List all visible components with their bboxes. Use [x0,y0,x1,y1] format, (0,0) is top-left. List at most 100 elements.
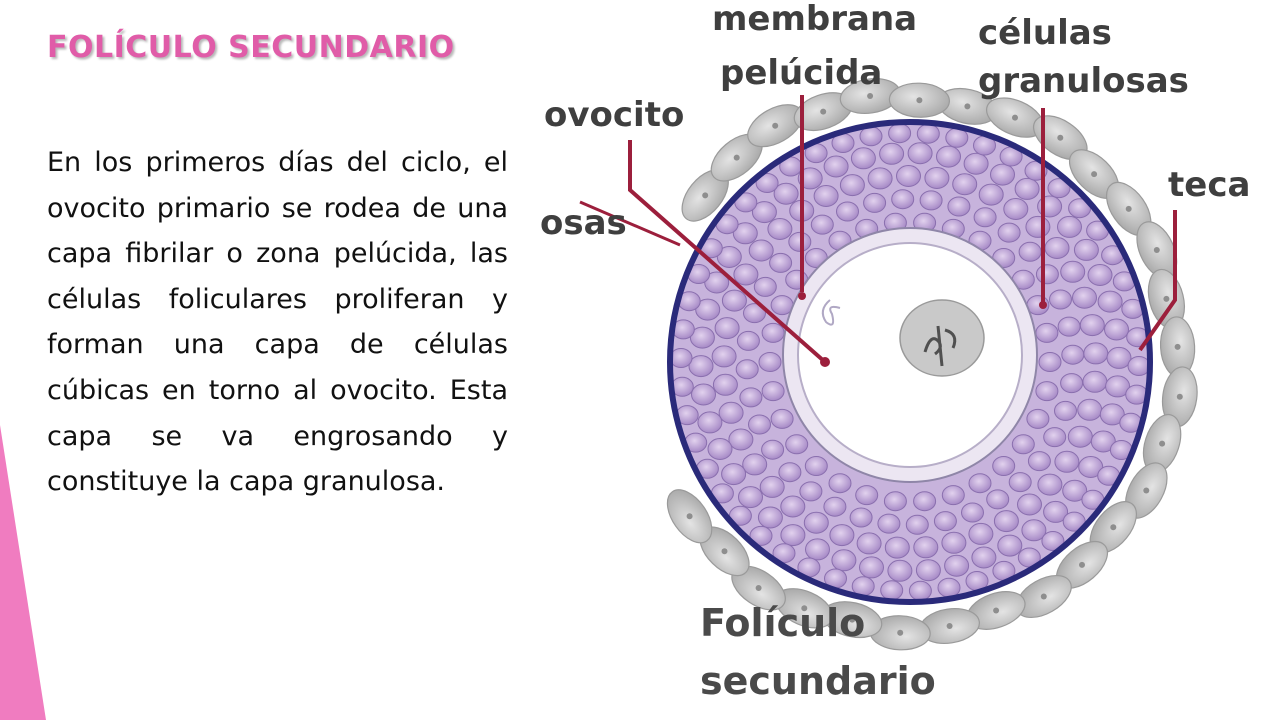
granulosa-cell [1038,352,1062,372]
granulosa-cell [1097,290,1123,313]
granulosa-cell [739,387,763,408]
follicle-diagram-svg: membrana pelúcida células granulosas ovo… [540,0,1250,703]
caption-line1: Folículo [700,601,865,645]
granulosa-cell [1073,238,1099,261]
theca-cell-nucleus [755,585,762,591]
granulosa-cell [733,263,759,286]
granulosa-cell [978,183,1004,206]
granulosa-cell [757,506,783,529]
granulosa-cell [688,355,714,378]
granulosa-cell [707,438,733,460]
granulosa-cell [711,345,737,368]
granulosa-cell [1018,241,1042,262]
granulosa-cell [785,434,809,455]
granulosa-cell [1017,493,1042,516]
granulosa-cell [997,222,1021,243]
granulosa-cell [907,142,933,165]
granulosa-cell [863,192,887,213]
granulosa-cell [1035,322,1059,343]
theca-cell-nucleus [801,605,808,612]
granulosa-cell [1027,451,1051,472]
granulosa-cell [769,252,793,273]
granulosa-cell [1077,398,1103,421]
granulosa-cell [849,507,873,528]
theca-cell-nucleus [1012,114,1018,121]
granulosa-cell [778,462,802,483]
granulosa-cell [728,428,754,451]
granulosa-cell [721,289,747,312]
granulosa-cell [695,298,721,321]
granulosa-cell [1104,318,1129,341]
slide-title: FOLÍCULO SECUNDARIO [47,30,455,65]
granulosa-cell [992,456,1016,476]
granulosa-cell [973,207,997,228]
granulosa-cell [1054,450,1080,473]
granulosa-cell [1127,356,1151,376]
granulosa-cell [1083,342,1109,365]
granulosa-cell [828,473,852,494]
granulosa-cell [761,322,785,343]
granulosa-cell [748,414,771,435]
pointer-teca [1138,210,1177,352]
theca-cell-nucleus [867,93,874,99]
granulosa-cell [850,147,876,170]
granulosa-cell [805,538,830,561]
theca-cell-nucleus [1125,205,1132,212]
theca-cell-nucleus [964,103,971,110]
granulosa-cell [896,165,921,187]
granulosa-cell [1047,178,1071,199]
granulosa-cell [697,411,723,434]
pointer-lines [579,95,1177,364]
granulosa-cell [1003,198,1029,220]
label-membrana-line2: pelúcida [720,53,882,93]
granulosa-cell [780,495,806,518]
theca-cell-nucleus [1110,524,1117,531]
granulosa-cell [887,559,913,582]
granulosa-cell [772,543,796,564]
label-celulas-line2: granulosas [978,61,1189,101]
granulosa-cell [937,577,961,598]
granulosa-cell [990,163,1015,186]
granulosa-cell [1062,511,1086,532]
granulosa-cell [919,190,943,211]
granulosa-cell [748,239,774,262]
granulosa-cell [831,549,857,572]
granulosa-cell [1062,479,1088,502]
pointer-dot-membrana [798,292,806,300]
granulosa-cell [997,534,1023,557]
granulosa-cell [856,532,882,555]
granulosa-cell [855,485,879,506]
theca-cell-nucleus [1079,561,1085,568]
theca-cell-nucleus [1143,487,1150,494]
caption-line2: secundario [700,659,936,703]
granulosa-cell [829,524,855,547]
granulosa-cell [916,123,940,144]
granulosa-cell [732,222,758,245]
granulosa-cell [891,189,915,210]
granulosa-cell [908,580,932,601]
granulosa-cell [1061,344,1085,365]
granulosa-cell [1082,370,1108,393]
granulosa-cell [1060,373,1084,394]
granulosa-cell [767,218,793,240]
granulosa-cell [993,510,1019,533]
pointer-partial [579,200,681,247]
granulosa-cell [738,486,763,509]
granulosa-cell [735,359,759,380]
granulosa-cell [1106,346,1132,369]
granulosa-cell [1014,177,1040,200]
granulosa-cell [1099,403,1125,426]
theca-cell-nucleus [1176,393,1183,400]
granulosa-cell [867,167,893,190]
theca-cell-nucleus [820,108,827,115]
granulosa-cell [963,152,989,175]
pointer-dot-ovocito [820,357,830,367]
granulosa-cell [1043,500,1069,523]
theca-cell-nucleus [849,616,856,623]
theca-cell-nucleus [993,607,1000,614]
granulosa-cell [971,546,997,569]
granulosa-cell [883,491,907,512]
theca-cell-nucleus [897,629,904,636]
granulosa-cell [1043,427,1067,448]
granulosa-cell [758,352,782,372]
